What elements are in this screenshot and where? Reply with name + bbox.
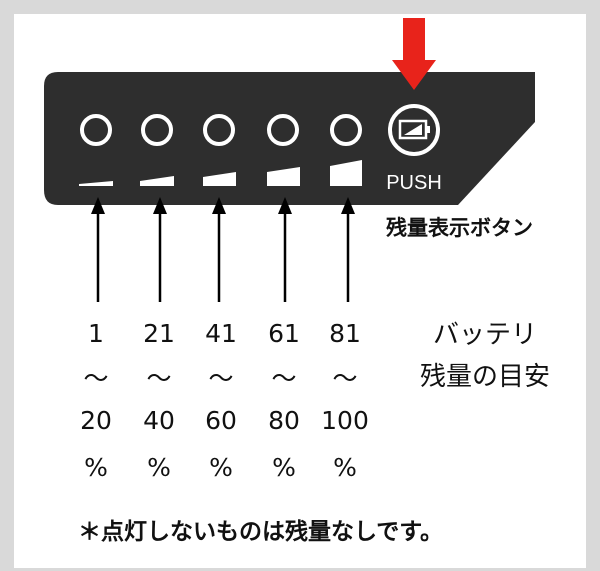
arrow-3 [212, 197, 226, 302]
legend-line-2: 残量の目安 [419, 362, 551, 392]
led-1 [80, 114, 112, 146]
level-5-unit: % [333, 453, 357, 482]
level-5-from: 81 [329, 319, 361, 348]
footnote: ＊点灯しないものは残量なしです。 [78, 519, 444, 545]
level-4-to: 80 [268, 406, 300, 435]
level-2-to: 40 [143, 406, 175, 435]
led-3 [203, 114, 235, 146]
level-3-to: 60 [205, 406, 237, 435]
battery-icon [398, 119, 430, 140]
legend-line-1: バッテリ [432, 320, 538, 350]
red-arrow-icon [392, 18, 436, 90]
level-bar-2 [140, 176, 174, 186]
level-1-to: 20 [80, 406, 112, 435]
arrow-2 [153, 197, 167, 302]
level-1-tilde: ～ [83, 364, 109, 393]
level-5-to: 100 [321, 406, 369, 435]
level-4-unit: % [272, 453, 296, 482]
button-caption: 残量表示ボタン [386, 216, 533, 240]
level-4-from: 61 [268, 319, 300, 348]
level-2-unit: % [147, 453, 171, 482]
level-1-unit: % [84, 453, 108, 482]
level-bar-4 [267, 167, 300, 186]
level-3-unit: % [209, 453, 233, 482]
led-4 [267, 114, 299, 146]
arrow-1 [91, 197, 105, 302]
led-2 [141, 114, 173, 146]
level-bar-3 [203, 172, 236, 186]
level-3-tilde: ～ [208, 364, 234, 393]
level-3-from: 41 [205, 319, 237, 348]
level-2-tilde: ～ [146, 364, 172, 393]
push-label: PUSH [386, 172, 442, 194]
level-bar-1 [79, 181, 113, 186]
level-4-tilde: ～ [271, 364, 297, 393]
arrow-5 [341, 197, 355, 302]
level-2-from: 21 [143, 319, 175, 348]
level-1-from: 1 [88, 319, 104, 348]
level-5-tilde: ～ [332, 364, 358, 393]
level-bar-5 [330, 160, 362, 186]
arrow-4 [278, 197, 292, 302]
push-button [388, 104, 440, 156]
led-5 [330, 114, 362, 146]
